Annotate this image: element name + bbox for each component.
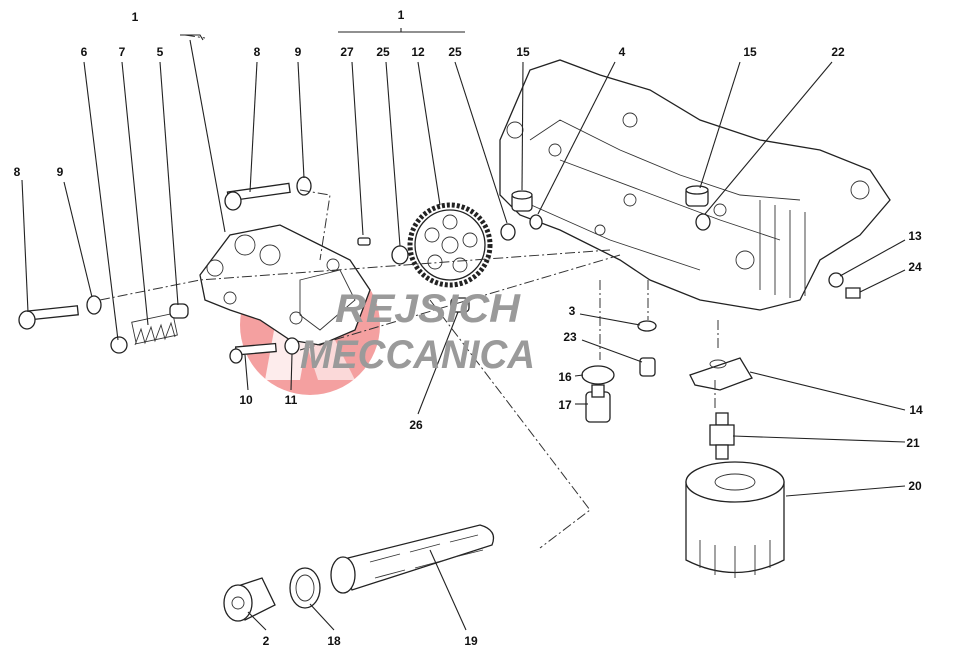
callout-16: 16 bbox=[558, 370, 572, 384]
gear-12 bbox=[407, 202, 493, 288]
washer-18 bbox=[289, 567, 321, 609]
washer-13 bbox=[828, 272, 844, 288]
plunger-5 bbox=[169, 303, 189, 319]
callout-21: 21 bbox=[906, 436, 920, 450]
callout-24: 24 bbox=[908, 260, 922, 274]
callout-9: 9 bbox=[295, 45, 302, 59]
o-ring-4 bbox=[529, 214, 543, 230]
callout-12: 12 bbox=[411, 45, 425, 59]
callout-27: 27 bbox=[340, 45, 354, 59]
callout-15: 15 bbox=[516, 45, 530, 59]
washer-9a bbox=[296, 176, 312, 196]
callout-25: 25 bbox=[448, 45, 462, 59]
washer-16 bbox=[581, 365, 615, 385]
plug-17 bbox=[585, 384, 611, 423]
spring-7 bbox=[131, 312, 178, 346]
bolt-8b bbox=[18, 305, 79, 330]
watermark-line1: REJSICH bbox=[335, 287, 521, 331]
callout-14: 14 bbox=[909, 403, 923, 417]
washer-11 bbox=[284, 337, 300, 355]
bushing-15b bbox=[685, 185, 709, 207]
callout-6: 6 bbox=[81, 45, 88, 59]
crankcase bbox=[499, 59, 891, 311]
bolt-10 bbox=[229, 342, 277, 364]
bushing-15a bbox=[511, 190, 533, 212]
nipple-21 bbox=[709, 412, 735, 460]
callout-5: 5 bbox=[157, 45, 164, 59]
plug-2 bbox=[223, 577, 276, 622]
watermark-line2: MECCANICA bbox=[300, 333, 535, 377]
washer-9b bbox=[86, 295, 102, 315]
callout-15: 15 bbox=[743, 45, 757, 59]
callout-4: 4 bbox=[619, 45, 626, 59]
washer-25a bbox=[391, 245, 409, 265]
bolt-8a bbox=[224, 182, 291, 211]
callout-26: 26 bbox=[409, 418, 423, 432]
strainer-19 bbox=[330, 524, 495, 594]
callout-8: 8 bbox=[254, 45, 261, 59]
cap-6 bbox=[110, 336, 128, 354]
callout-11: 11 bbox=[285, 393, 298, 407]
plate-14 bbox=[689, 357, 753, 391]
washer-25b bbox=[500, 223, 516, 241]
oil-filter-20 bbox=[685, 461, 785, 578]
callout-23: 23 bbox=[563, 330, 577, 344]
o-ring-22 bbox=[695, 213, 711, 231]
washer-3 bbox=[637, 320, 657, 332]
callout-8: 8 bbox=[14, 165, 21, 179]
key-27 bbox=[357, 237, 371, 246]
callout-2: 2 bbox=[263, 634, 270, 648]
callout-20: 20 bbox=[908, 479, 922, 493]
callout-7: 7 bbox=[119, 45, 126, 59]
callout-1: 1 bbox=[132, 10, 139, 24]
plug-24 bbox=[845, 287, 861, 299]
callout-19: 19 bbox=[464, 634, 478, 648]
oil-pump-body bbox=[199, 224, 371, 346]
callout-17: 17 bbox=[558, 398, 572, 412]
callout-13: 13 bbox=[908, 229, 922, 243]
callout-9: 9 bbox=[57, 165, 64, 179]
callout-10: 10 bbox=[239, 393, 253, 407]
callout-1: 1 bbox=[398, 8, 405, 22]
callout-22: 22 bbox=[831, 45, 845, 59]
callout-18: 18 bbox=[327, 634, 341, 648]
callout-3: 3 bbox=[569, 304, 576, 318]
screw-23 bbox=[639, 357, 656, 377]
callout-25: 25 bbox=[376, 45, 390, 59]
leader-lines bbox=[21, 28, 906, 631]
callout-labels: 1 1 6 7 5 8 9 27 25 12 25 15 4 15 22 8 9… bbox=[14, 8, 923, 648]
